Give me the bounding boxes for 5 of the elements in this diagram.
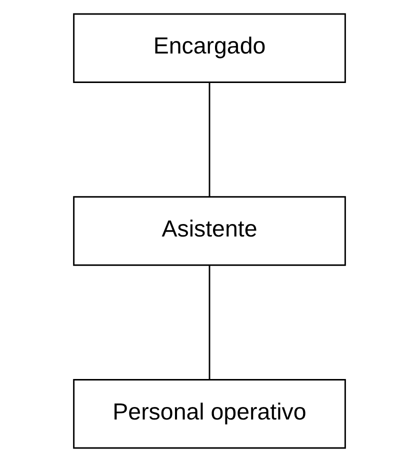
node-box: Personal operativo	[73, 379, 346, 449]
connector	[208, 82, 210, 197]
node-box: Asistente	[73, 196, 346, 266]
node-box: Encargado	[73, 13, 346, 83]
connector	[208, 265, 210, 380]
